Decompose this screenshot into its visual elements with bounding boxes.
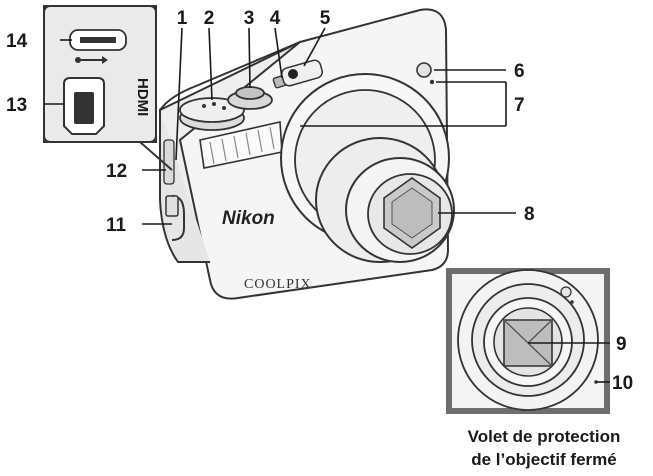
callout-4: 4	[270, 8, 281, 29]
callout-12: 12	[106, 161, 127, 182]
lens	[280, 73, 455, 263]
af-assist-lamp	[416, 62, 432, 78]
brand-logo: Nikon	[222, 208, 275, 229]
callout-3: 3	[244, 8, 255, 29]
usb-icon	[75, 56, 108, 64]
callout-2: 2	[204, 8, 215, 29]
inset-caption-line-2: de l’objectif fermé	[471, 450, 616, 469]
connector-cover	[163, 139, 175, 185]
model-logo: COOLPIX	[244, 277, 312, 292]
callout-13: 13	[6, 95, 27, 116]
callout-9: 9	[616, 334, 627, 355]
shutter-release-button	[227, 86, 273, 110]
callout-numbers: 1 2 3 4 5 6 7 8 9 10 11 12 13 14	[6, 8, 633, 394]
leader-lines	[44, 27, 610, 383]
inset-caption-line-1: Volet de protection	[468, 427, 621, 446]
callout-14: 14	[6, 31, 28, 52]
strap-eyelet	[165, 195, 185, 241]
callout-1: 1	[177, 8, 188, 29]
callout-8: 8	[524, 204, 535, 225]
callout-10: 10	[612, 373, 633, 394]
microphone-icon	[429, 79, 435, 85]
callout-11: 11	[106, 215, 127, 236]
lens-cover-inset	[446, 268, 610, 414]
callout-7: 7	[514, 95, 525, 116]
port-inset: HDMI	[43, 5, 173, 171]
callout-6: 6	[514, 61, 525, 82]
hdmi-label: HDMI	[134, 78, 151, 116]
movie-record-button	[280, 59, 324, 87]
callout-5: 5	[320, 8, 331, 29]
